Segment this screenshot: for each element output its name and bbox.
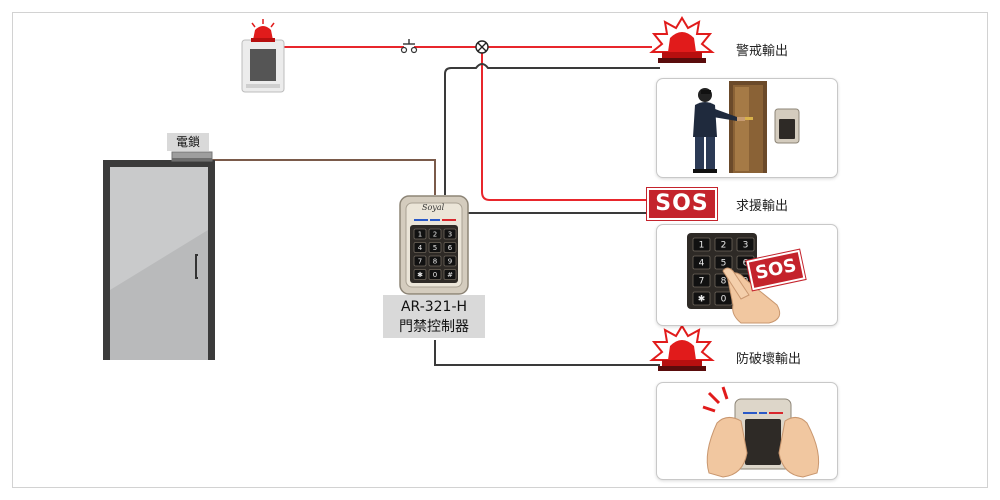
controller-key [413,255,427,267]
controller-key [428,255,442,267]
sos-badge: SOS [647,188,717,220]
sos-red-wire [481,53,646,201]
sos-keypad-key-label: 6 [743,259,749,269]
electric-lock [171,151,213,162]
controller-key [413,242,427,253]
controller-key-label: 1 [418,231,422,239]
sos-keypad-key-label: ✱ [698,295,706,305]
sos-keypad-key [692,255,711,270]
lock-wire [212,159,436,195]
panel-tamper [656,382,838,480]
alarm-output-label: 警戒輸出 [736,44,789,59]
sos-keypad-key-label: 7 [699,277,705,287]
sos-keypad-key [692,237,711,252]
diagram-frame [12,12,988,488]
keypad-brand: Soyal [422,203,445,212]
controller-key-label: 6 [448,244,453,252]
sos-keypad-key [692,273,711,288]
sos-keypad-key-label: 1 [699,241,705,251]
alarm-box [241,19,285,93]
controller-name: 門禁控制器 [399,319,469,335]
wires [212,46,660,366]
sos-keypad-key-label: 5 [721,259,727,269]
siren-icon-tamper [649,324,715,371]
intruder-illustration [693,81,800,173]
electric-lock-label: 電鎖 [167,133,209,151]
switch-icon [400,39,418,54]
sos-keypad-key-label: 8 [721,277,727,287]
controller-key-label: 4 [418,244,423,252]
controller-key [413,228,427,240]
door [103,160,215,360]
siren-icon [649,16,715,63]
controller-keys: 1 2 3 4 5 6 7 8 9 ✱ 0 # [413,228,457,280]
controller-key [413,269,427,280]
controller-key-label: 5 [433,244,437,252]
junction-icon [475,40,489,54]
controller-key [443,269,457,280]
sos-keypad-key [736,237,755,252]
controller-key-label: 3 [448,231,452,239]
controller-key-label: ✱ [417,271,423,279]
tamper-illustration [702,386,820,478]
controller-key-label: 7 [418,258,422,266]
controller-key [443,228,457,240]
sos-keypad-key [714,255,733,270]
controller-key-label: 2 [433,231,437,239]
controller-key-label: 8 [433,258,437,266]
alarm-dark-wire [444,63,660,195]
sos-keypad-key-label: 4 [699,259,705,269]
controller-key-label: # [447,271,453,279]
tamper-output-label: 防破壞輸出 [736,352,802,367]
sos-keypad-key-label: 0 [721,295,727,305]
controller-key [443,255,457,267]
sos-keypad-key [714,237,733,252]
tamper-wire [434,340,660,366]
sos-keypad-key-label: 2 [721,241,727,251]
controller-label: AR-321-H 門禁控制器 [383,295,485,338]
controller-key [443,242,457,253]
controller-key [428,242,442,253]
controller-model: AR-321-H [400,299,468,315]
sos-output-label: 求援輸出 [736,199,789,214]
panel-intruder [656,78,838,178]
sos-keypad-key-label: 3 [743,241,749,251]
controller-key [428,228,442,240]
controller-key-label: 0 [433,271,437,279]
sos-keypad-key [692,291,711,306]
controller-key-label: 9 [448,258,452,266]
controller-key [428,269,442,280]
